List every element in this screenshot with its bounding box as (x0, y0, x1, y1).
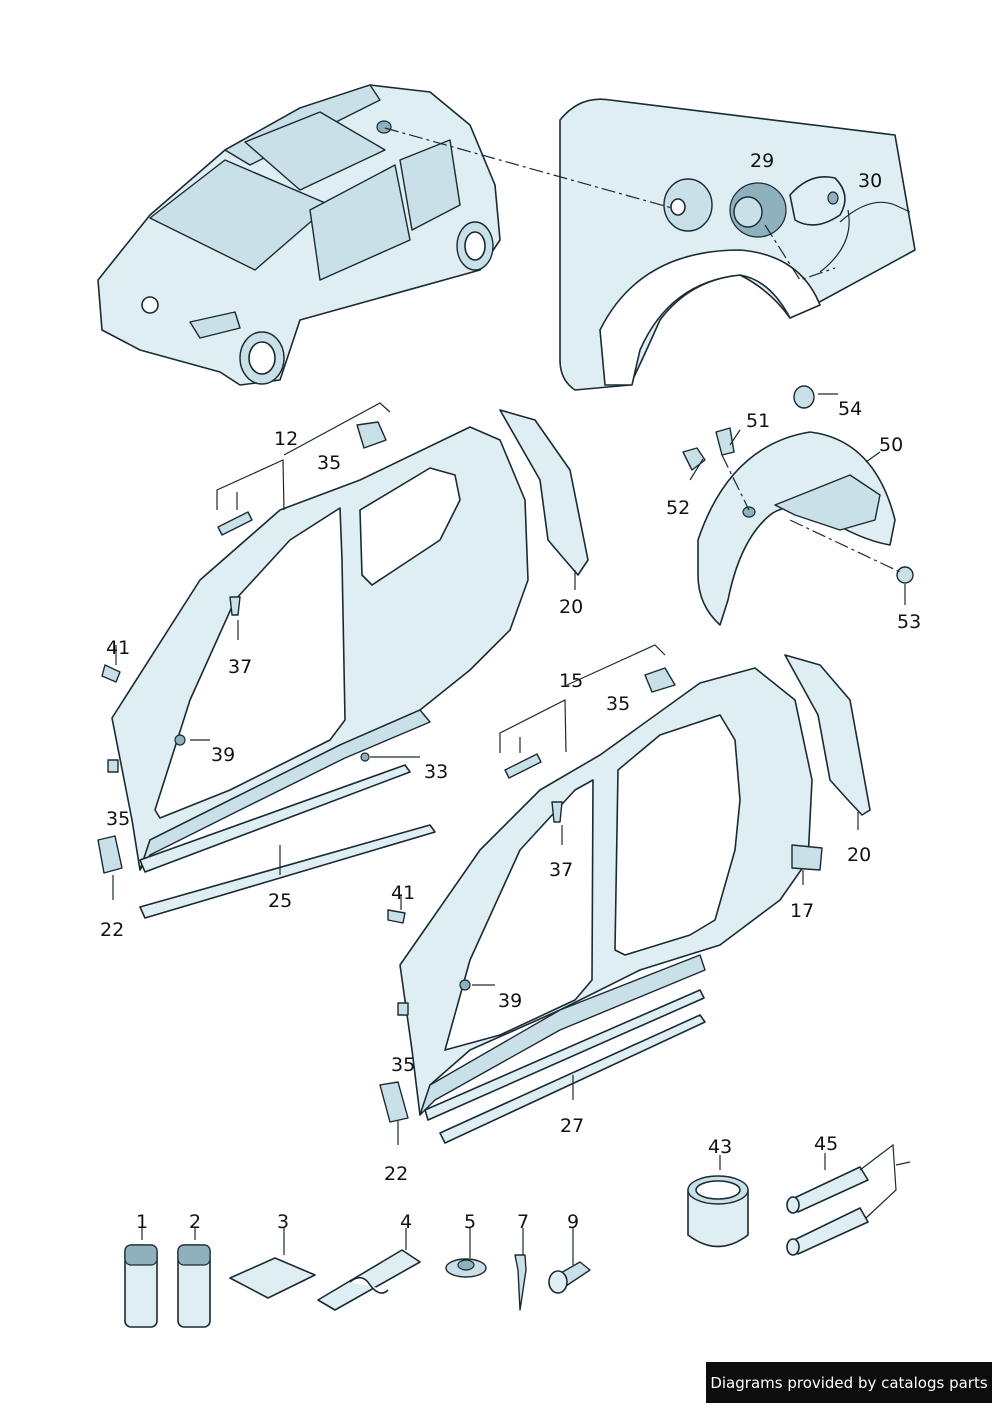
callout-35: 35 (317, 452, 341, 474)
callout-25: 25 (268, 890, 292, 912)
callout-1: 1 (136, 1211, 148, 1233)
callout-9: 9 (567, 1211, 579, 1233)
callout-37: 37 (549, 859, 573, 881)
callout-3: 3 (277, 1211, 289, 1233)
callout-22: 22 (100, 919, 124, 941)
callout-52: 52 (666, 497, 690, 519)
small-parts (124, 1228, 591, 1328)
side-panel-3door (97, 402, 589, 919)
wheel-housing-liner (682, 385, 914, 626)
callout-22: 22 (384, 1163, 408, 1185)
callout-35: 35 (391, 1054, 415, 1076)
callout-27: 27 (560, 1115, 584, 1137)
callout-20: 20 (847, 844, 871, 866)
car-illustration (97, 84, 501, 386)
callout-41: 41 (106, 637, 130, 659)
callout-35: 35 (606, 693, 630, 715)
callout-30: 30 (858, 170, 882, 192)
callout-29: 29 (750, 150, 774, 172)
callout-7: 7 (517, 1211, 529, 1233)
callout-39: 39 (498, 990, 522, 1012)
callout-51: 51 (746, 410, 770, 432)
callout-17: 17 (790, 900, 814, 922)
callout-45: 45 (814, 1133, 838, 1155)
callout-39: 39 (211, 744, 235, 766)
callout-43: 43 (708, 1136, 732, 1158)
callout-37: 37 (228, 656, 252, 678)
callout-50: 50 (879, 434, 903, 456)
callout-35: 35 (106, 808, 130, 830)
callout-4: 4 (400, 1211, 412, 1233)
footer-credit: Diagrams provided by catalogs parts (706, 1362, 992, 1403)
callout-15: 15 (559, 670, 583, 692)
fuel-filler-detail (384, 98, 916, 391)
callout-2: 2 (189, 1211, 201, 1233)
callout-41: 41 (391, 882, 415, 904)
side-panel-5door (379, 644, 871, 1145)
callout-20: 20 (559, 596, 583, 618)
callout-5: 5 (464, 1211, 476, 1233)
paint-supplies (687, 1143, 911, 1256)
callout-labels: 29 30 12 35 20 51 54 50 52 53 37 41 39 3… (100, 150, 921, 1233)
callout-12: 12 (274, 428, 298, 450)
callout-33: 33 (424, 761, 448, 783)
callout-54: 54 (838, 398, 862, 420)
callout-53: 53 (897, 611, 921, 633)
